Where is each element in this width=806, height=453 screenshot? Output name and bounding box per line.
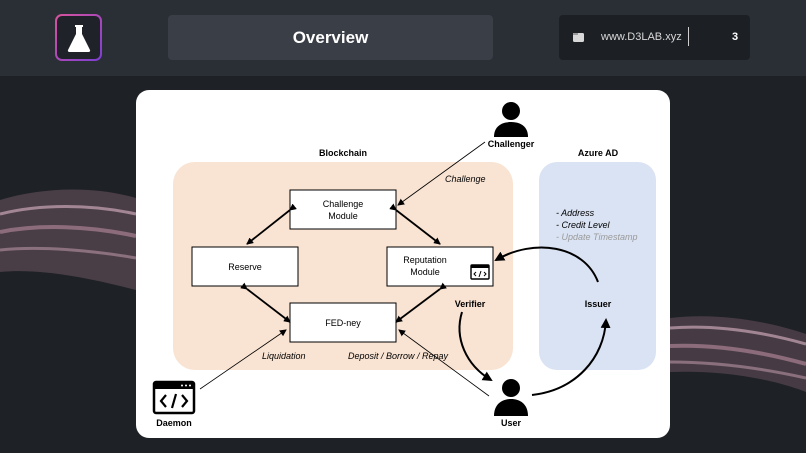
page-title: Overview xyxy=(168,15,493,60)
arrow-reputation-fedney xyxy=(395,282,447,323)
divider xyxy=(688,27,689,46)
fedney-box xyxy=(289,302,397,343)
challenger-label: Challenger xyxy=(488,139,535,149)
challenge-edge-label: Challenge xyxy=(445,174,486,184)
azure-ad-region xyxy=(539,162,656,370)
challenger-person-icon xyxy=(494,102,528,137)
fedney-label: FED-ney xyxy=(325,318,361,328)
code-window-icon xyxy=(470,264,490,280)
azure-ad-label: Azure AD xyxy=(578,148,619,158)
arrow-verifier-user xyxy=(458,311,493,382)
architecture-diagram: Blockchain Azure AD Challenge Module Res… xyxy=(152,102,656,428)
site-info: www.D3LAB.xyz 3 xyxy=(559,15,750,60)
challenge-module-label-1: Challenge xyxy=(323,199,364,209)
arrow-daemon-fedney xyxy=(199,329,287,390)
arrow-user-issuer xyxy=(531,318,611,396)
folder-icon xyxy=(573,33,584,42)
user-label: User xyxy=(501,418,522,428)
daemon-code-icon xyxy=(152,380,196,415)
deposit-edge-label: Deposit / Borrow / Repay xyxy=(348,351,449,361)
page-number: 3 xyxy=(732,31,739,43)
header-bar: Overview www.D3LAB.xyz 3 xyxy=(0,0,806,76)
page-title-text: Overview xyxy=(292,27,369,47)
challenge-module-label-2: Module xyxy=(328,211,358,221)
website-url[interactable]: www.D3LAB.xyz xyxy=(601,31,682,43)
diagram-card: Blockchain Azure AD Challenge Module Res… xyxy=(136,90,670,438)
credential-address: - Address xyxy=(556,208,595,218)
user-person-icon xyxy=(494,379,528,416)
credential-update-timestamp: - Update Timestamp xyxy=(556,232,637,242)
reputation-module-label-2: Module xyxy=(410,267,440,277)
arrow-reserve-fedney xyxy=(240,282,291,323)
arrow-issuer-reputation xyxy=(494,246,599,283)
blockchain-label: Blockchain xyxy=(319,148,367,158)
arrow-challenge-reputation xyxy=(389,203,441,245)
arrow-user-fedney xyxy=(398,329,490,397)
liquidation-edge-label: Liquidation xyxy=(262,351,306,361)
arrow-challenger-challenge xyxy=(397,141,486,206)
reputation-module-label-1: Reputation xyxy=(403,255,447,265)
logo xyxy=(55,14,102,61)
arrow-challenge-reserve xyxy=(246,203,297,245)
flask-icon xyxy=(67,24,90,52)
challenge-module-box xyxy=(289,189,397,230)
credential-credit-level: - Credit Level xyxy=(556,220,611,230)
issuer-label: Issuer xyxy=(585,299,612,309)
daemon-label: Daemon xyxy=(156,418,192,428)
reserve-label: Reserve xyxy=(228,262,262,272)
verifier-label: Verifier xyxy=(455,299,486,309)
